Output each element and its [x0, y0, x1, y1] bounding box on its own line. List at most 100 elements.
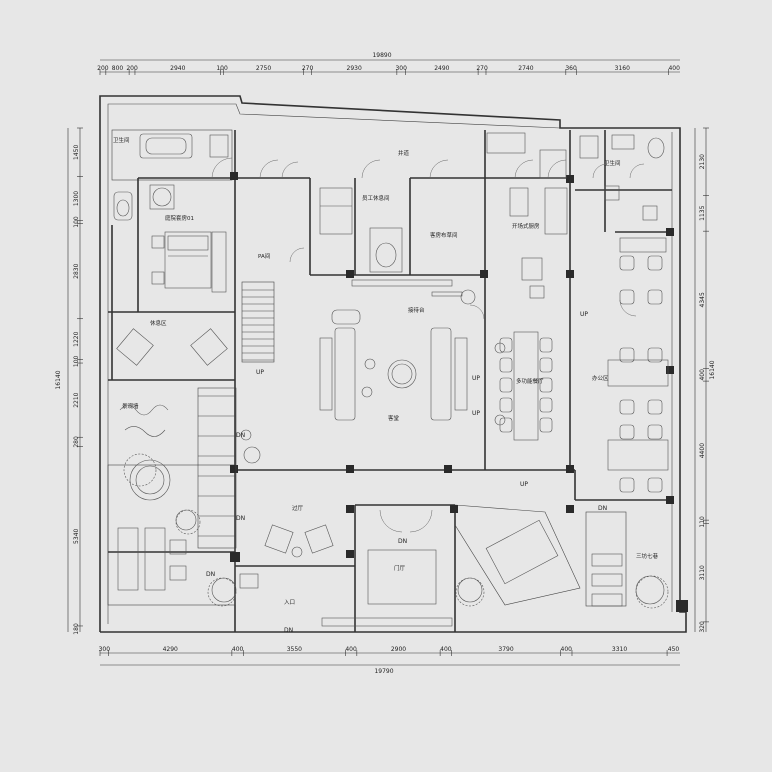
column [566, 465, 574, 473]
column [666, 366, 674, 374]
dim-segment-label: 400 [699, 369, 706, 381]
column [346, 270, 354, 278]
marker-dn: DN [598, 505, 607, 512]
dining-chair [539, 357, 553, 373]
marker-dn: DN [284, 627, 293, 634]
dim-segment-label: 2900 [391, 646, 406, 653]
marker-up: UP [472, 375, 480, 382]
dim-segment-label: 300 [395, 65, 407, 72]
marker-up: UP [256, 369, 264, 376]
dim-segment-label: 200 [126, 65, 138, 72]
dim-bottom-total: 19790 [374, 668, 393, 675]
dim-segment-label: 2940 [170, 65, 185, 72]
interior-walls [107, 129, 672, 632]
dim-segment-label: 5340 [73, 528, 80, 543]
dim-segment-label: 400 [561, 646, 573, 653]
dim-segment-label: 400 [345, 646, 357, 653]
dim-segment-label: 1220 [73, 331, 80, 346]
dim-segment-label: 320 [699, 621, 706, 633]
dim-segment-label: 360 [565, 65, 577, 72]
dim-segment-label: 2130 [699, 154, 706, 169]
office-chair [619, 255, 635, 271]
office-chair [647, 347, 663, 363]
stairs [197, 281, 627, 607]
label-entrance: 入口 [284, 599, 295, 606]
column [480, 270, 488, 278]
dim-segment-label: 300 [99, 646, 111, 653]
label-restroom: 休息区 [150, 319, 167, 327]
dim-segment-label: 2750 [256, 65, 271, 72]
label-toilet-left: 卫生间 [113, 136, 130, 144]
dining-chair [539, 397, 553, 413]
office-chair [647, 289, 663, 305]
dim-segment-label: 270 [476, 65, 488, 72]
office-chair [619, 289, 635, 305]
label-multi-dining: 多功能餐厅 [516, 377, 544, 385]
dim-right-total: 16140 [709, 360, 716, 379]
dim-segment-label: 2830 [73, 263, 80, 278]
label-yard: 井道 [398, 149, 410, 157]
dining-chair [499, 337, 513, 353]
label-open-kitchen: 开场式厨房 [512, 222, 540, 230]
dim-segment-label: 2930 [347, 65, 362, 72]
dim-top-total: 19890 [372, 52, 391, 59]
dining-chair [499, 377, 513, 393]
marker-up: UP [520, 481, 528, 488]
columns [230, 172, 688, 612]
dim-segment-label: 800 [112, 65, 124, 72]
dining-chair [539, 337, 553, 353]
label-staff-lounge: 员工休息间 [362, 194, 390, 202]
landscape-plants [119, 404, 669, 609]
room-labels: 卫生间 庭院套房01 PA间 员工休息间 客房布草间 井道 开场式厨房 卫生间 … [113, 136, 659, 606]
dim-segment-label: 3790 [498, 646, 513, 653]
dim-left-total: 16140 [55, 370, 62, 389]
label-bar: 接待台 [408, 306, 425, 314]
dining-chair [539, 377, 553, 393]
dim-segment-label: 180 [73, 623, 80, 635]
label-sanfang: 三坊七巷 [636, 552, 659, 560]
column [230, 552, 240, 562]
office-chair [619, 477, 635, 493]
label-toilet-right: 卫生间 [604, 159, 621, 167]
office-chair [647, 399, 663, 415]
column [230, 172, 238, 180]
dining-chair [499, 357, 513, 373]
label-suite-01: 庭院套房01 [165, 214, 194, 222]
dim-segment-label: 2740 [518, 65, 533, 72]
marker-dn: DN [398, 538, 407, 545]
dim-segment-label: 2210 [73, 392, 80, 407]
dim-segment-label: 3160 [615, 65, 630, 72]
dim-segment-label: 400 [440, 646, 452, 653]
dim-segment-label: 1135 [699, 205, 706, 220]
dim-segment-label: 100 [216, 65, 228, 72]
label-guest-storage: 客房布草间 [430, 231, 458, 239]
column [666, 228, 674, 236]
marker-up: UP [580, 311, 588, 318]
column [346, 465, 354, 473]
dimension-left: 16140 1450130010028301220100221028053401… [55, 127, 83, 635]
office-chair [619, 399, 635, 415]
column [566, 270, 574, 278]
dim-segment-label: 110 [699, 516, 706, 528]
dim-segment-label: 4345 [699, 292, 706, 307]
dining-chair [539, 417, 553, 433]
marker-up: UP [472, 410, 480, 417]
dim-segment-label: 280 [73, 436, 80, 448]
dim-segment-label: 1450 [73, 145, 80, 160]
column [346, 505, 354, 513]
stair-markers: UP UP UP UP UP DN DN DN DN DN DN [206, 311, 607, 634]
furniture [113, 132, 669, 627]
label-pa: PA间 [258, 252, 270, 260]
column [444, 465, 452, 473]
column [676, 600, 688, 612]
doors [211, 157, 645, 533]
office-chair [647, 255, 663, 271]
label-foyer: 门厅 [394, 564, 406, 572]
dim-segment-label: 400 [668, 65, 680, 72]
marker-dn: DN [236, 515, 245, 522]
office-chair [647, 477, 663, 493]
dim-segment-label: 2490 [434, 65, 449, 72]
office-chair [647, 424, 663, 440]
